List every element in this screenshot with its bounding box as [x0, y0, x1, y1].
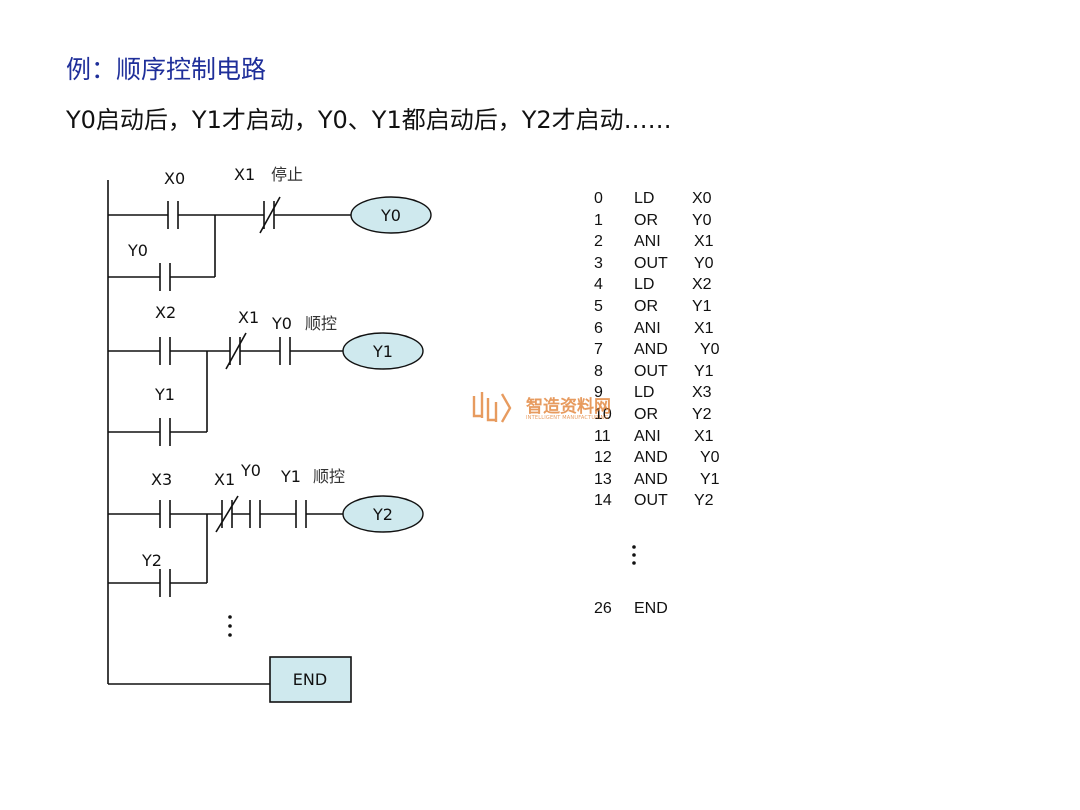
instruction-op: OUT	[634, 254, 668, 272]
instruction-operand: Y1	[700, 470, 720, 488]
label-x1-r2: X1	[238, 308, 259, 327]
label-y0-parallel: Y0	[127, 241, 148, 260]
instruction-operand: X2	[692, 276, 712, 294]
instruction-op: LD	[634, 190, 655, 207]
instruction-step: 5	[594, 298, 603, 315]
label-seq-note-r2: 顺控	[305, 314, 337, 333]
label-y1-parallel: Y1	[154, 385, 175, 404]
instruction-step: 11	[594, 427, 611, 445]
instruction-operand: Y0	[694, 254, 714, 272]
coil-y0	[350, 196, 432, 234]
label-seq-note-r3: 顺控	[313, 467, 345, 486]
instruction-operand: Y0	[692, 211, 712, 229]
instruction-operand: X1	[694, 427, 714, 445]
instruction-op: OR	[634, 406, 658, 423]
instruction-step: 26	[594, 600, 612, 617]
watermark-text: 智造资料网	[526, 397, 611, 417]
instruction-step: 2	[594, 233, 603, 251]
instruction-op: AND	[634, 449, 668, 467]
instruction-operand: Y0	[700, 449, 720, 467]
coil-y2-label: Y2	[372, 505, 393, 524]
instruction-op: OUT	[634, 492, 668, 510]
label-y1-r3: Y1	[280, 467, 301, 486]
instruction-step: 10	[594, 406, 612, 423]
instruction-op: LD	[634, 276, 655, 294]
label-x0: X0	[164, 169, 185, 188]
label-stop-note: 停止	[271, 165, 303, 184]
instruction-operand: Y2	[692, 406, 712, 423]
label-y0-r2: Y0	[271, 314, 292, 333]
instruction-step: 8	[594, 362, 603, 380]
instruction-step: 1	[594, 211, 603, 229]
instruction-operand: X0	[692, 190, 712, 207]
label-y2-parallel: Y2	[141, 551, 162, 570]
instruction-operand: Y1	[692, 298, 712, 315]
label-x3: X3	[151, 470, 172, 489]
instruction-operand: Y2	[694, 492, 714, 510]
coil-y0-label: Y0	[380, 206, 401, 225]
instruction-op: LD	[634, 384, 655, 402]
coil-y2	[342, 495, 424, 533]
coil-y1	[342, 332, 424, 370]
instruction-operand: Y1	[694, 362, 714, 380]
instruction-step: 13	[594, 470, 612, 488]
instruction-op: OR	[634, 298, 658, 315]
label-x1-r3: X1	[214, 470, 235, 489]
instruction-step: 12	[594, 449, 612, 467]
watermark-logo-icon	[472, 392, 512, 423]
end-box-label: END	[293, 670, 327, 689]
instruction-step: 4	[594, 276, 603, 294]
instruction-op: ANI	[634, 233, 661, 251]
instruction-operand: Y0	[700, 341, 720, 359]
instruction-step: 14	[594, 492, 612, 510]
ladder-ellipsis	[228, 615, 232, 637]
instruction-op: AND	[634, 470, 668, 488]
label-y0-r3: Y0	[240, 461, 261, 480]
instruction-operand: X3	[692, 384, 712, 402]
instruction-operand: X1	[694, 319, 714, 337]
instruction-op: ANI	[634, 319, 661, 337]
end-box	[269, 656, 352, 703]
instruction-operand: X1	[694, 233, 714, 251]
watermark: 智造资料网 INTELLIGENT MANUFACTURING	[470, 388, 620, 424]
instruction-step: 6	[594, 319, 603, 337]
instruction-op: END	[634, 600, 668, 617]
slide-subtitle: Y0启动后，Y1才启动，Y0、Y1都启动后，Y2才启动……	[66, 106, 672, 134]
instruction-step: 3	[594, 254, 603, 272]
label-x2: X2	[155, 303, 176, 322]
instruction-op: OR	[634, 211, 658, 229]
watermark-subtext: INTELLIGENT MANUFACTURING	[526, 415, 609, 421]
label-x1-r1: X1	[234, 165, 255, 184]
instruction-step: 0	[594, 190, 603, 207]
slide-title: 例：顺序控制电路	[66, 55, 267, 84]
instruction-op: AND	[634, 341, 668, 359]
instruction-step: 9	[594, 384, 603, 402]
instruction-step: 7	[594, 341, 603, 359]
coil-y1-label: Y1	[372, 342, 393, 361]
instruction-op: ANI	[634, 427, 661, 445]
instruction-op: OUT	[634, 362, 668, 380]
